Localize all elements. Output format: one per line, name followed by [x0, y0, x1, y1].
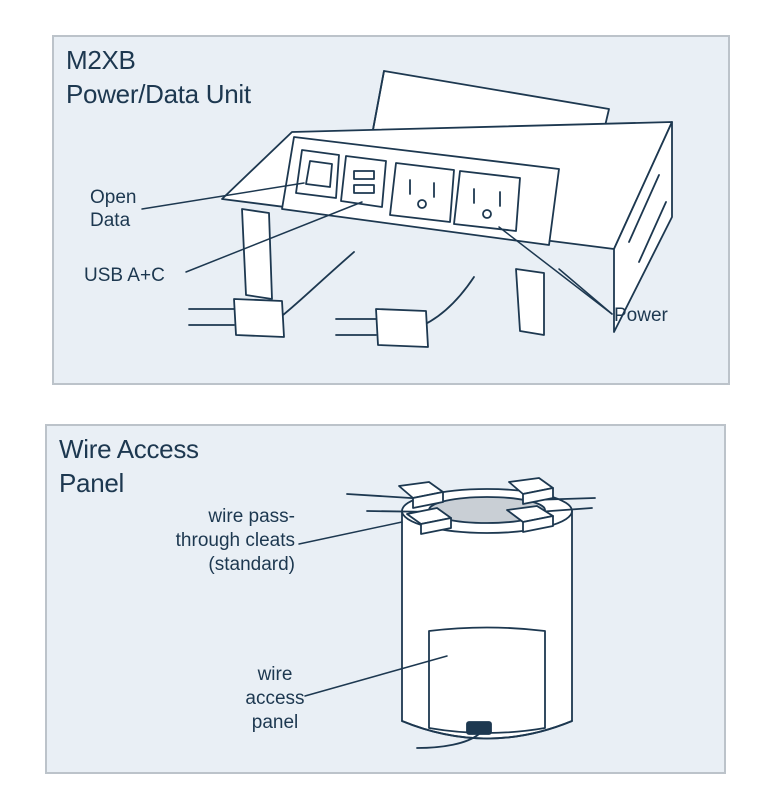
plug-1: [233, 298, 285, 338]
leader-usb: [185, 201, 363, 273]
power-data-unit-panel: M2XB Power/Data Unit Open Data USB A+C P…: [52, 35, 730, 385]
front-leg-left: [241, 208, 273, 300]
access-panel-label-line1: wire: [257, 664, 293, 685]
panel-title-line2: Power/Data Unit: [66, 79, 251, 109]
wire-access-illustration: [298, 477, 596, 749]
cable-exit: [466, 721, 492, 735]
wire-access-panel: Wire Access Panel wire pass- through cle…: [45, 424, 726, 774]
open-data-label-line2: Data: [90, 210, 131, 231]
panel-title-line1: M2XB: [66, 45, 136, 75]
power-outlet-1: [389, 162, 455, 223]
unit-side: [613, 121, 673, 333]
power-outlet-2: [453, 170, 521, 232]
open-data-label-line1: Open: [90, 187, 137, 208]
leader-cleats: [298, 521, 403, 545]
front-leg-right: [515, 268, 545, 336]
panel-title-line1: Wire Access: [59, 434, 199, 464]
power-data-unit-illustration: [141, 70, 673, 348]
leader-power-1: [498, 226, 613, 315]
panel-title-line2: Panel: [59, 468, 124, 498]
cleats-label-line1: wire pass-: [208, 506, 295, 527]
leader-open-data: [141, 182, 305, 210]
cleats-label-line3: (standard): [208, 554, 295, 575]
cleats-label-line2: through cleats: [175, 530, 295, 551]
access-panel-label-line3: panel: [251, 712, 299, 733]
usb-label: USB A+C: [84, 265, 165, 286]
access-door: [428, 626, 546, 734]
plug-2: [375, 308, 429, 348]
power-cord-1: [277, 251, 355, 320]
access-panel-label-line2: access: [245, 688, 305, 709]
leader-access-panel: [304, 655, 448, 697]
leader-power-2: [558, 268, 613, 315]
power-label: Power: [614, 305, 668, 326]
usb-module: [340, 155, 387, 208]
